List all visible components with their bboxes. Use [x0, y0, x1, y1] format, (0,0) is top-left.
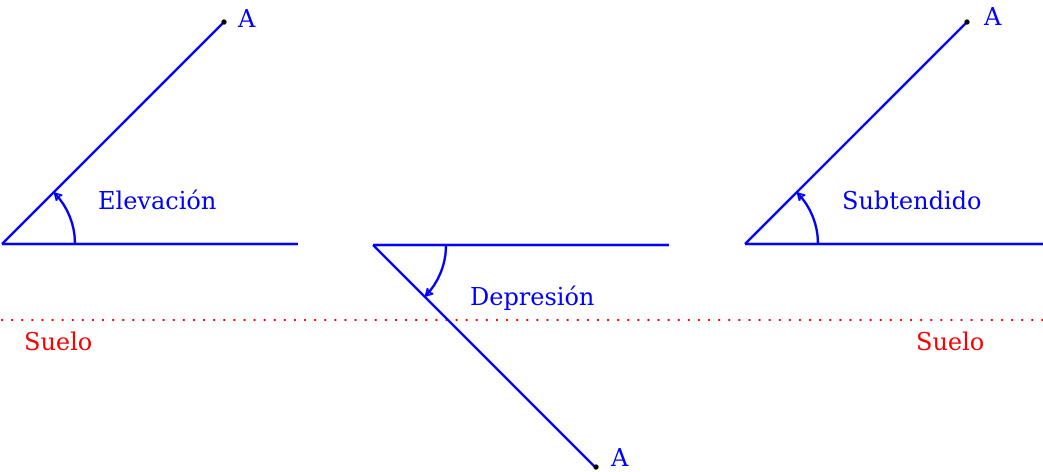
- point-a-label: A: [983, 3, 1002, 31]
- point-a: [593, 464, 599, 470]
- angle-label: Elevación: [98, 187, 216, 215]
- sight-line: [372, 244, 597, 469]
- sight-line: [1, 21, 225, 245]
- depression-angle: A Depresión: [372, 243, 669, 472]
- point-a-label: A: [237, 5, 256, 33]
- point-a: [964, 19, 970, 25]
- ground-label-right: Suelo: [916, 328, 984, 356]
- angle-arc: [796, 191, 820, 245]
- point-a-label: A: [610, 444, 629, 472]
- angle-label: Depresión: [470, 283, 594, 311]
- point-a: [221, 19, 227, 25]
- angle-label: Subtendido: [842, 187, 981, 215]
- elevation-angle: A Elevación: [1, 5, 298, 246]
- angle-arc: [53, 191, 77, 245]
- subtended-angle: A Subtendido: [744, 3, 1043, 246]
- ground-label-left: Suelo: [24, 328, 92, 356]
- sight-line: [744, 21, 968, 245]
- angle-arc: [424, 244, 448, 298]
